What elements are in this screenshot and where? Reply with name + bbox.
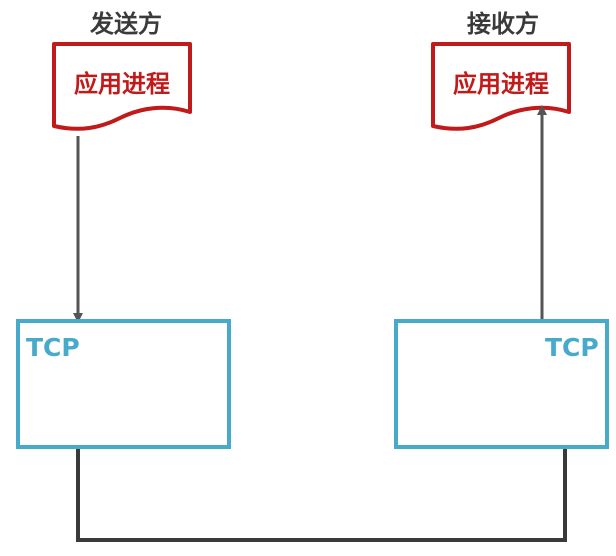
sender-title: 发送方 [90,10,162,38]
sender-tcp-box [16,319,231,449]
receiver-tcp-label: TCP [545,333,599,362]
receiver-process-doc-shape [431,42,571,131]
receiver-process-label: 应用进程 [453,70,549,98]
tcp-connection-line [76,449,567,542]
sender-process-label: 应用进程 [74,70,170,98]
sender-tcp-label: TCP [26,333,80,362]
sender-process-doc-shape [52,42,192,131]
receiver-tcp-box [394,319,609,449]
receiver-title: 接收方 [467,10,539,38]
